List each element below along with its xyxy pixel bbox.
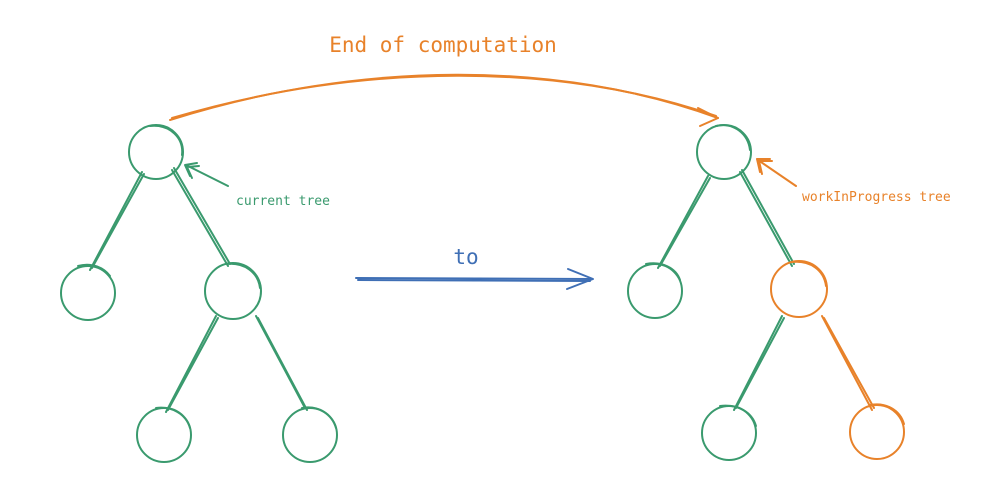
edge-right-leftleaf-sketch bbox=[167, 317, 219, 411]
wip-leaf-right-node bbox=[849, 404, 905, 460]
wip-tree-pointer-head bbox=[756, 158, 771, 173]
current-leaf-left-node-sketch bbox=[155, 406, 191, 429]
current-tree-nodes bbox=[60, 124, 338, 463]
edge-right-leftleaf bbox=[165, 315, 217, 413]
current-root-node-sketch bbox=[149, 124, 184, 156]
wip-leaf-left-node-sketch bbox=[719, 404, 757, 427]
current-tree bbox=[60, 124, 338, 463]
wip-tree-pointer-head-sketch bbox=[758, 160, 773, 175]
work-in-progress-tree-label: workInProgress tree bbox=[802, 190, 951, 205]
edge-root-right-sketch bbox=[173, 167, 231, 265]
current-tree-pointer-shaft bbox=[185, 164, 229, 187]
current-tree-pointer-arrow bbox=[184, 162, 229, 187]
end-of-computation-label: End of computation bbox=[329, 33, 557, 57]
wip-tree-pointer-shaft bbox=[757, 159, 797, 187]
to-arrow bbox=[355, 268, 594, 290]
current-left-node bbox=[60, 265, 116, 321]
current-tree-edges bbox=[89, 167, 308, 413]
wip-edge-right-rightleaf-sketch bbox=[823, 317, 875, 409]
wip-edge-root-left bbox=[657, 175, 709, 269]
wip-left-node bbox=[627, 263, 683, 319]
to-arrow-head bbox=[566, 268, 594, 290]
to-arrow-shaft-sketch bbox=[357, 279, 591, 282]
edge-right-rightleaf-sketch bbox=[257, 317, 308, 411]
wip-tree-nodes bbox=[627, 124, 905, 461]
wip-tree-pointer-arrow bbox=[756, 158, 797, 187]
edge-root-left-sketch bbox=[91, 173, 145, 269]
wip-leaf-right-node-sketch bbox=[869, 403, 905, 425]
work-in-progress-tree bbox=[627, 124, 905, 461]
wip-root-node-sketch bbox=[715, 124, 751, 151]
wip-edge-root-right-sketch bbox=[741, 169, 795, 265]
current-tree-pointer-head-sketch bbox=[186, 165, 200, 179]
wip-edge-right-leftleaf bbox=[733, 315, 783, 411]
wip-edge-root-right bbox=[739, 171, 793, 267]
end-of-computation-arrow-head bbox=[697, 107, 719, 127]
to-arrow-shaft bbox=[355, 277, 593, 280]
wip-tree-edges bbox=[657, 169, 875, 411]
wip-edge-right-leftleaf-sketch bbox=[735, 317, 785, 409]
edge-root-left bbox=[89, 171, 143, 271]
current-left-node-sketch bbox=[77, 263, 111, 277]
edge-root-right bbox=[171, 169, 229, 267]
wip-edge-right-rightleaf bbox=[821, 315, 873, 411]
wip-edge-root-left-sketch bbox=[659, 177, 711, 267]
end-of-computation-arrow bbox=[169, 73, 719, 127]
wip-right-node-sketch bbox=[791, 260, 827, 287]
to-label: to bbox=[453, 245, 478, 269]
end-of-computation-arrow-curve-sketch bbox=[171, 74, 717, 119]
current-leaf-right-node-sketch bbox=[301, 406, 337, 429]
current-right-node-sketch bbox=[225, 262, 261, 289]
wip-left-node-sketch bbox=[645, 262, 681, 281]
current-tree-label: current tree bbox=[236, 194, 330, 209]
